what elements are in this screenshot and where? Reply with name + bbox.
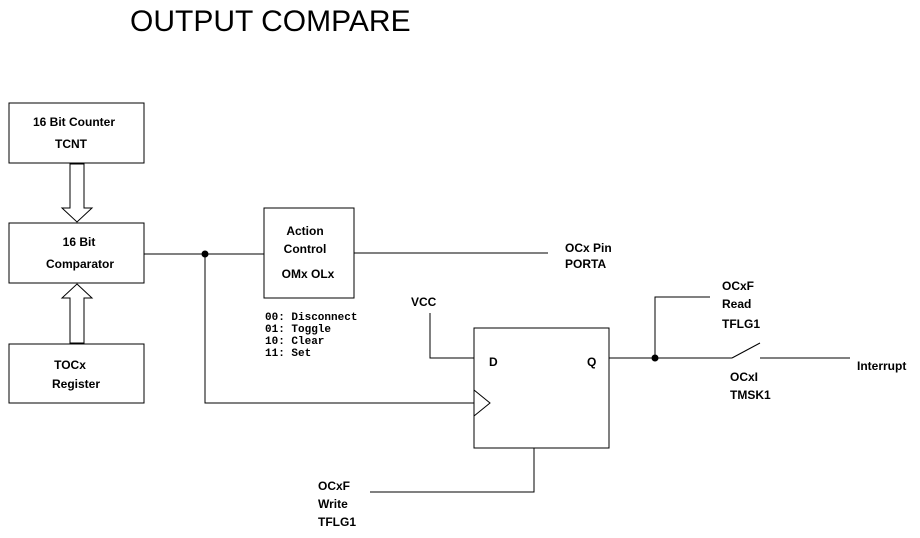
comparator-box	[8, 222, 145, 284]
ocxi-label: OCxI	[730, 370, 758, 384]
vcc-to-d-wire	[429, 313, 474, 359]
write-to-flip-flop-wire	[370, 448, 535, 493]
flip-flop-box	[473, 327, 610, 449]
ocxf-write-label-1: OCxF	[318, 479, 350, 493]
counter-block: 16 Bit Counter TCNT	[8, 102, 145, 164]
q-to-read-wire	[654, 296, 710, 358]
counter-label: 16 Bit Counter	[33, 115, 115, 129]
clock-input-icon	[473, 389, 491, 417]
counter-to-comparator-arrow	[60, 163, 94, 223]
tocx-box	[8, 343, 145, 404]
ocx-pin-label: OCx Pin	[565, 241, 612, 255]
ocxf-read-label-1: OCxF	[722, 279, 754, 293]
action-label: Action	[286, 224, 323, 238]
action-control-box	[263, 207, 355, 299]
d-input-label: D	[489, 355, 498, 369]
ocxf-read-label-3: TFLG1	[722, 317, 760, 331]
counter-box	[8, 102, 145, 164]
mode-01: 01: Toggle	[265, 324, 331, 336]
vcc-label: VCC	[411, 295, 437, 309]
interrupt-label: Interrupt	[857, 359, 906, 373]
comparator-to-clock-wire	[204, 254, 474, 404]
tocx-label: TOCx	[54, 358, 86, 372]
interrupt-switch-icon	[731, 342, 761, 359]
ocxf-write-label-2: Write	[318, 497, 348, 511]
mode-11: 11: Set	[265, 348, 311, 360]
porta-label: PORTA	[565, 257, 606, 271]
ocxf-read-label-2: Read	[722, 297, 751, 311]
mode-10: 10: Clear	[265, 336, 324, 348]
q-output-label: Q	[587, 355, 596, 369]
tocx-block: TOCx Register	[8, 343, 145, 404]
control-label: Control	[284, 242, 327, 256]
ocxf-write-label-3: TFLG1	[318, 515, 356, 529]
action-control-block: Action Control OMx OLx	[263, 207, 355, 299]
comparator-label-2: Comparator	[46, 257, 114, 271]
counter-register-label: TCNT	[55, 137, 88, 151]
tocx-to-comparator-arrow	[60, 283, 94, 344]
omx-olx-label: OMx OLx	[282, 267, 335, 281]
tocx-register-label: Register	[52, 377, 100, 391]
tmsk1-label: TMSK1	[730, 388, 771, 402]
diagram-title: OUTPUT COMPARE	[130, 5, 411, 38]
flip-flop-block: D Q	[473, 327, 610, 449]
comparator-block: 16 Bit Comparator	[8, 222, 145, 284]
comparator-label-1: 16 Bit	[63, 235, 96, 249]
mode-00: 00: Disconnect	[265, 312, 357, 324]
mode-list: 00: Disconnect 01: Toggle 10: Clear 11: …	[265, 312, 357, 360]
